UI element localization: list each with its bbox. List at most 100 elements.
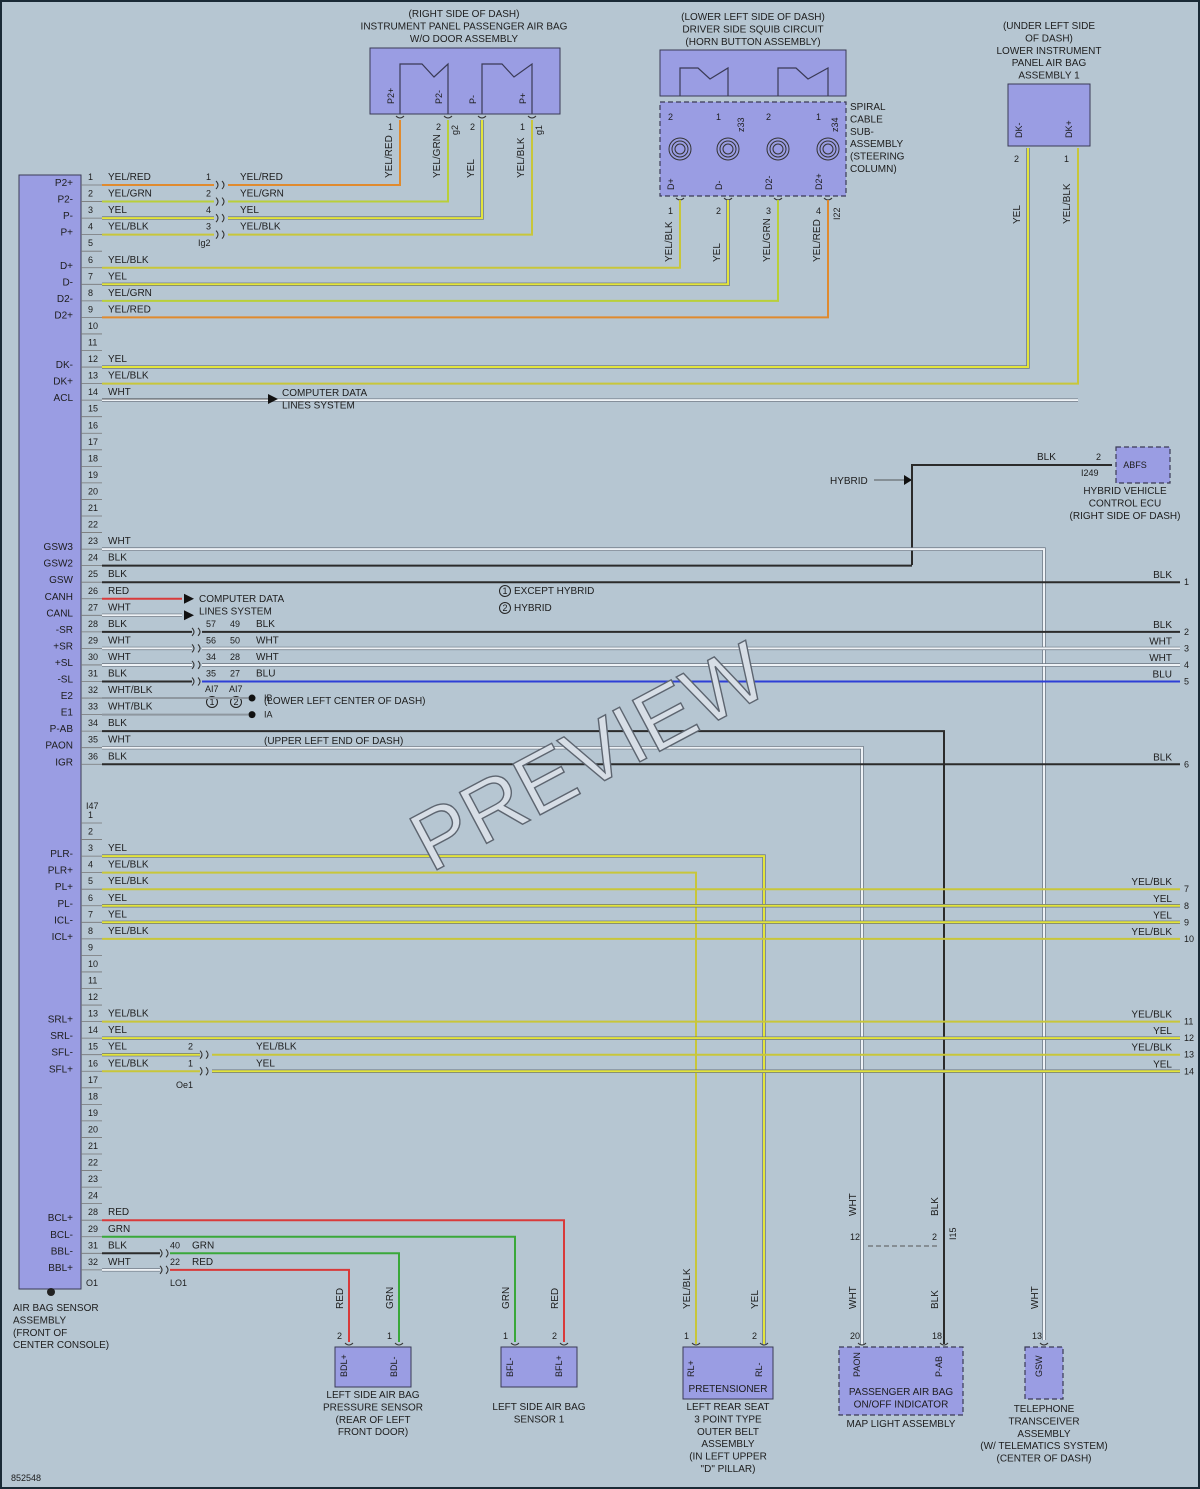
knee-airbag-caption-line-2: LOWER INSTRUMENT [997,46,1102,57]
ecu-pin-b-14: 14 [88,1025,98,1035]
ecu-pin-b-24: 24 [88,1191,98,1201]
ig2-pin-2: 4 [206,205,211,215]
ecu-terminal-a-8: D2- [57,294,73,305]
component-pret-pin-1: 2 [752,1331,757,1341]
bbl-wire-b-0 [170,1252,400,1342]
ecu-pin-a-21: 21 [88,503,98,513]
passenger-pin-arc-3 [527,115,537,119]
ecu-pin-a-32: 32 [88,685,98,695]
ecu-terminal-a-12: DK- [56,360,73,371]
component-bdl-terminal-1: BDL- [389,1356,399,1377]
ecu-connector-b-label: O1 [86,1278,98,1288]
component-pret-pin-0: 1 [684,1331,689,1341]
component-paon-caption-line-0: MAP LIGHT ASSEMBLY [847,1419,956,1430]
driver-wire-label-0: YEL/BLK [664,221,675,262]
passenger-pin-1: 2 [436,122,441,132]
ecu-wire-color-a-28: BLK [108,619,127,630]
passenger-wire-b-3 [228,120,533,236]
ground-ib-label: IB [264,693,273,703]
plr-plus-wire [102,871,697,1344]
ecu-pin-a-13: 13 [88,371,98,381]
ecu-wire-color-a-30: WHT [108,652,131,663]
knee-airbag-caption-line-4: ASSEMBLY 1 [1018,71,1080,82]
driver-pin-arc-3 [823,197,833,201]
ecu-terminal-a-36: IGR [55,757,73,768]
abfs-wire-label: BLK [1037,452,1056,463]
spiral-caption-line-4: (STEERING [850,152,905,163]
component-pret-pin-arc-0 [691,1342,701,1346]
ecu-pin-a-36: 36 [88,751,98,761]
right-edge-num-4: 4 [1184,660,1189,670]
passenger-pin-3: 1 [520,122,525,132]
abfs-label: ABFS [1123,460,1147,470]
ecu-pin-b-10: 10 [88,959,98,969]
ig2-connector-mark-1 [215,197,225,206]
ig2-connector-mark-3 [215,230,225,240]
passenger-pin-arc-1 [443,115,453,119]
ecu-wire-color-a-4: YEL/BLK [108,222,149,233]
driver-top-pin-2: 2 [766,112,771,122]
legend-num-2: 2 [502,603,507,613]
component-pret-caption-line-4: (IN LEFT UPPER [689,1452,767,1463]
ai7-pin-b-2: 28 [230,652,240,662]
ecu-caption-line-2: (FRONT OF [13,1328,67,1339]
component-paon-pin-arc-0 [857,1342,867,1346]
doc-id: 852548 [11,1473,41,1483]
ai7-legend-1 [206,696,218,708]
ecu-ground-dot [47,1288,55,1296]
ecu-terminal-a-33: E1 [61,708,74,719]
component-bfl-pin-0: 1 [503,1331,508,1341]
abfs-connector: I249 [1081,468,1099,478]
passenger-wire-b-1 [228,120,449,203]
driver-bottom-pin-0: 1 [668,206,673,216]
passenger-airbag-caption-line-1: INSTRUMENT PANEL PASSENGER AIR BAG [361,21,568,32]
ecu-pin-a-16: 16 [88,420,98,430]
oe1-wire-label-1: YEL [256,1058,275,1069]
ecu-pin-a-15: 15 [88,404,98,414]
ecu-pin-b-2: 2 [88,827,93,837]
component-pret-caption-line-5: "D" PILLAR) [701,1464,756,1475]
oe1-pin-1: 1 [188,1058,193,1068]
driver-pin-arc-2 [773,197,783,201]
ecu-pin-b-21: 21 [88,1141,98,1151]
ecu-terminal-b-16: SFL+ [49,1064,73,1075]
ecu-wire-color-a-35: WHT [108,735,131,746]
ecu-wire-color-b-7: YEL [108,909,127,920]
passenger-wire-label-1: YEL/GRN [432,134,443,178]
i15-wire-label-1: BLK [930,1197,941,1216]
ig2-wire-label-2: YEL [240,205,259,216]
ecu-wire-color-a-32: WHT/BLK [108,685,153,696]
passenger-pin-0: 1 [388,122,393,132]
component-bdl-pin-0: 2 [337,1331,342,1341]
passenger-wire-b-2-edge [228,120,484,220]
ecu-terminal-b-29: BCL- [50,1230,73,1241]
ai7-pin-b-0: 49 [230,619,240,629]
ecu-terminal-a-34: P-AB [50,724,74,735]
ecu-wire-color-a-9: YEL/RED [108,304,151,315]
legend-hybrid: HYBRID [514,603,552,614]
ecu-wire-color-a-36: BLK [108,751,127,762]
spiral-coil-2-8 [769,140,787,158]
spiral-coil-3-5 [822,143,834,155]
ai7-wire-label-0: BLK [256,619,275,630]
ecu-pin-b-32: 32 [88,1257,98,1267]
i15-label: I15 [948,1227,958,1240]
knee-terminal-DK+: DK+ [1064,120,1074,138]
right-edge-label-4: WHT [1149,653,1172,664]
ecu-wire-color-b-13: YEL/BLK [108,1009,149,1020]
ecu-pin-b-20: 20 [88,1124,98,1134]
passenger-airbag-caption-line-0: (RIGHT SIDE OF DASH) [409,9,520,20]
component-paon-inner-line-0: PASSENGER AIR BAG [849,1387,954,1398]
abfs-pin: 2 [1096,452,1101,462]
ai7-legend-num-2: 2 [233,697,238,707]
component-gsw-pin-0: 13 [1032,1331,1042,1341]
ecu-wire-color-a-13: YEL/BLK [108,371,149,382]
ground-ib-location: (LOWER LEFT CENTER OF DASH) [264,696,426,707]
component-bdl-pin-arc-0 [344,1342,354,1346]
ecu-terminal-b-3: PLR- [50,849,73,860]
ecu-terminal-b-8: ICL+ [52,932,74,943]
knee-pin-1: 1 [1064,154,1069,164]
ecu-terminal-b-32: BBL+ [48,1263,73,1274]
knee-airbag-caption-line-1: OF DASH) [1025,33,1073,44]
